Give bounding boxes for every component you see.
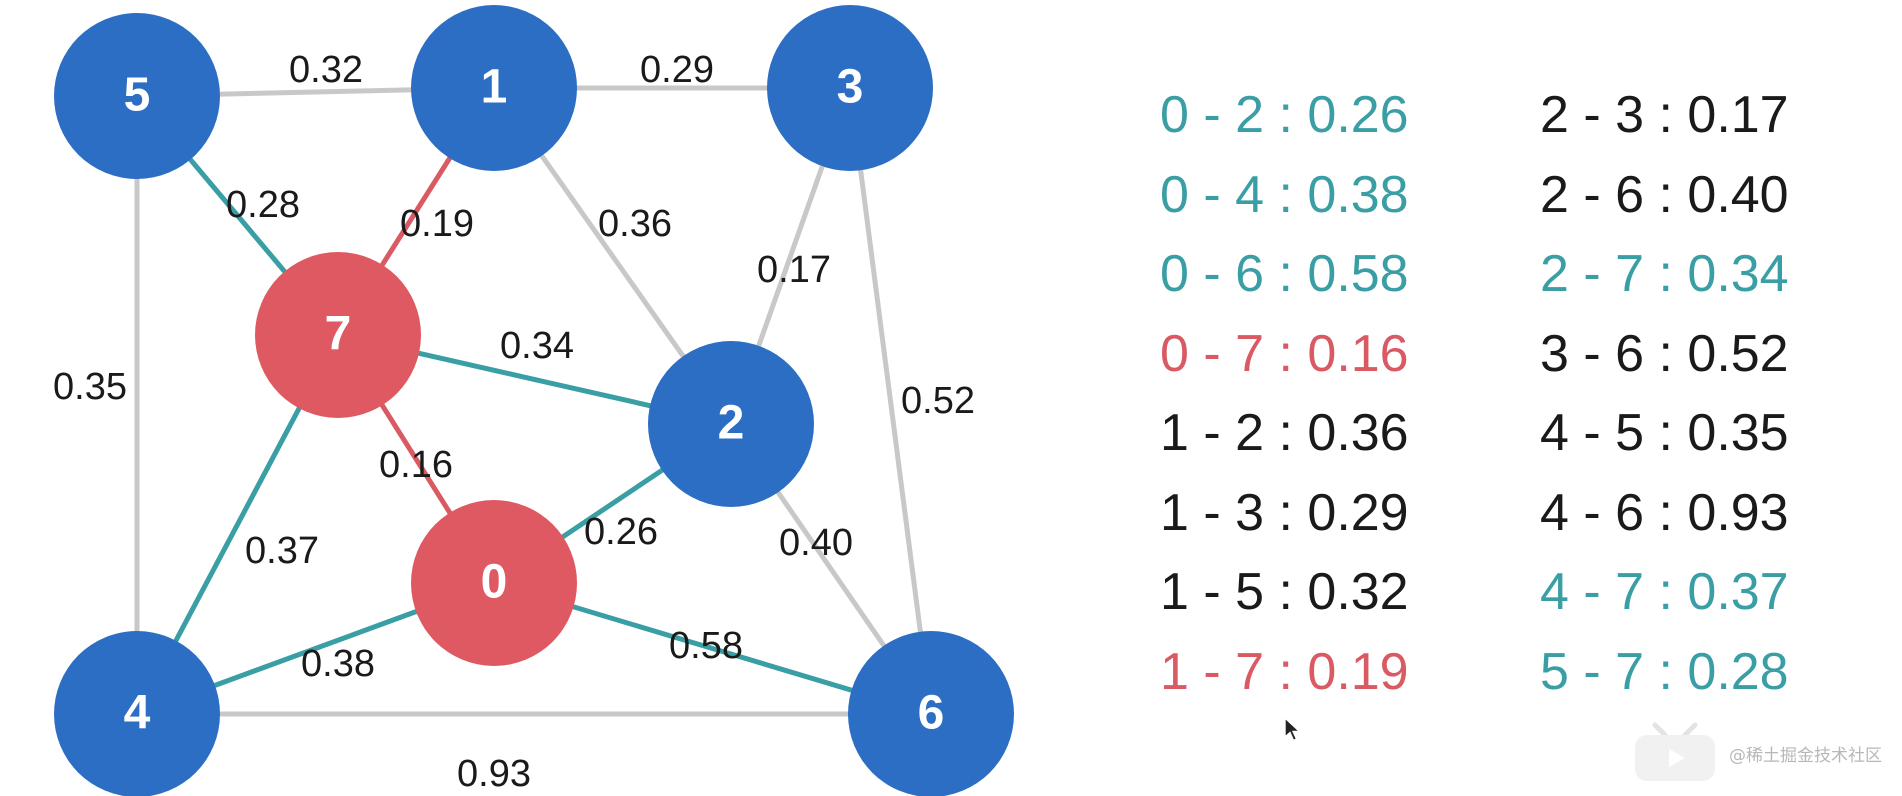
node-circle-4 <box>54 631 220 796</box>
node-label-7: 7 <box>325 308 352 361</box>
edge-list-item: 1 - 5 : 0.32 <box>1160 563 1409 621</box>
node-4: 4 <box>54 631 220 796</box>
graph-diagram: 0.26 0.38 0.58 0.16 0.36 0.29 0.32 0.19 0.17 0.40… <box>53 5 1014 796</box>
bilibili-tv-icon <box>1627 719 1723 788</box>
edge-list-item: 1 - 7 : 0.19 <box>1160 642 1409 701</box>
edge-list-item: 0 - 6 : 0.58 <box>1160 245 1409 303</box>
edge-weight-label-1-7: 0.19 <box>400 203 474 245</box>
edge-weight-label-4-5: 0.35 <box>53 366 127 408</box>
edge-list-item: 3 - 6 : 0.52 <box>1540 324 1789 383</box>
node-circle-2 <box>648 341 814 507</box>
mouse-pointer-icon <box>1284 716 1302 748</box>
edge-labels-layer: 0.26 0.38 0.58 0.16 0.36 0.29 0.32 0.19 0.17 0.40… <box>53 49 975 795</box>
node-1: 1 <box>411 5 577 171</box>
edge-weight-label-1-3: 0.29 <box>640 49 714 91</box>
watermark: @稀土掘金技术社区 <box>1627 719 1882 788</box>
edge-weight-label-0-6: 0.58 <box>669 625 743 667</box>
edge-weight-label-5-7: 0.28 <box>226 184 300 226</box>
node-6: 6 <box>848 631 1014 796</box>
node-5: 5 <box>54 13 220 179</box>
edge-weight-label-4-6: 0.93 <box>457 753 531 795</box>
edge-list-item: 4 - 7 : 0.37 <box>1540 563 1789 621</box>
edge-weight-label-2-6: 0.40 <box>779 522 853 564</box>
node-circle-3 <box>767 5 933 171</box>
edge-list-item: 4 - 6 : 0.93 <box>1540 483 1789 542</box>
edge-list-item: 0 - 4 : 0.38 <box>1160 165 1409 224</box>
node-label-5: 5 <box>124 69 151 122</box>
edge-list-item: 4 - 5 : 0.35 <box>1540 404 1789 462</box>
edge-weight-label-0-4: 0.38 <box>301 643 375 685</box>
edge-list-item: 1 - 3 : 0.29 <box>1160 483 1409 542</box>
node-circle-1 <box>411 5 577 171</box>
edge-weight-label-2-7: 0.34 <box>500 325 574 367</box>
edge-list-item: 2 - 7 : 0.34 <box>1540 245 1789 303</box>
node-label-2: 2 <box>718 397 745 450</box>
node-circle-0 <box>411 500 577 666</box>
node-2: 2 <box>648 341 814 507</box>
edge-list-item: 0 - 7 : 0.16 <box>1160 324 1409 383</box>
edge-list-item: 2 - 3 : 0.17 <box>1540 86 1789 144</box>
edge-weight-label-0-2: 0.26 <box>584 511 658 553</box>
node-label-6: 6 <box>918 687 945 740</box>
edge-weight-label-3-6: 0.52 <box>901 380 975 422</box>
node-circle-5 <box>54 13 220 179</box>
edge-weight-label-4-7: 0.37 <box>245 530 319 572</box>
nodes-layer: 0 1 2 3 4 5 6 7 <box>54 5 1014 796</box>
node-label-3: 3 <box>837 61 864 114</box>
node-label-1: 1 <box>481 61 508 114</box>
node-circle-7 <box>255 252 421 418</box>
edge-weight-list: 0 - 2 : 0.26 0 - 4 : 0.38 0 - 6 : 0.58 0 - … <box>1160 76 1880 712</box>
watermark-text: @稀土掘金技术社区 <box>1729 746 1882 766</box>
edge-weight-label-0-7: 0.16 <box>379 444 453 486</box>
node-label-4: 4 <box>124 687 151 740</box>
edge-3-6 <box>847 87 934 715</box>
node-label-0: 0 <box>481 556 508 609</box>
edge-list-item: 5 - 7 : 0.28 <box>1540 642 1789 701</box>
node-3: 3 <box>767 5 933 171</box>
edge-weight-label-1-2: 0.36 <box>598 203 672 245</box>
edge-list-item: 2 - 6 : 0.40 <box>1540 165 1789 224</box>
node-0: 0 <box>411 500 577 666</box>
edge-weight-label-2-3: 0.17 <box>757 249 831 291</box>
node-7: 7 <box>255 252 421 418</box>
node-circle-6 <box>848 631 1014 796</box>
edge-list-item: 1 - 2 : 0.36 <box>1160 404 1409 462</box>
edge-weight-label-1-5: 0.32 <box>289 49 363 91</box>
edge-list-item: 0 - 2 : 0.26 <box>1160 86 1409 144</box>
